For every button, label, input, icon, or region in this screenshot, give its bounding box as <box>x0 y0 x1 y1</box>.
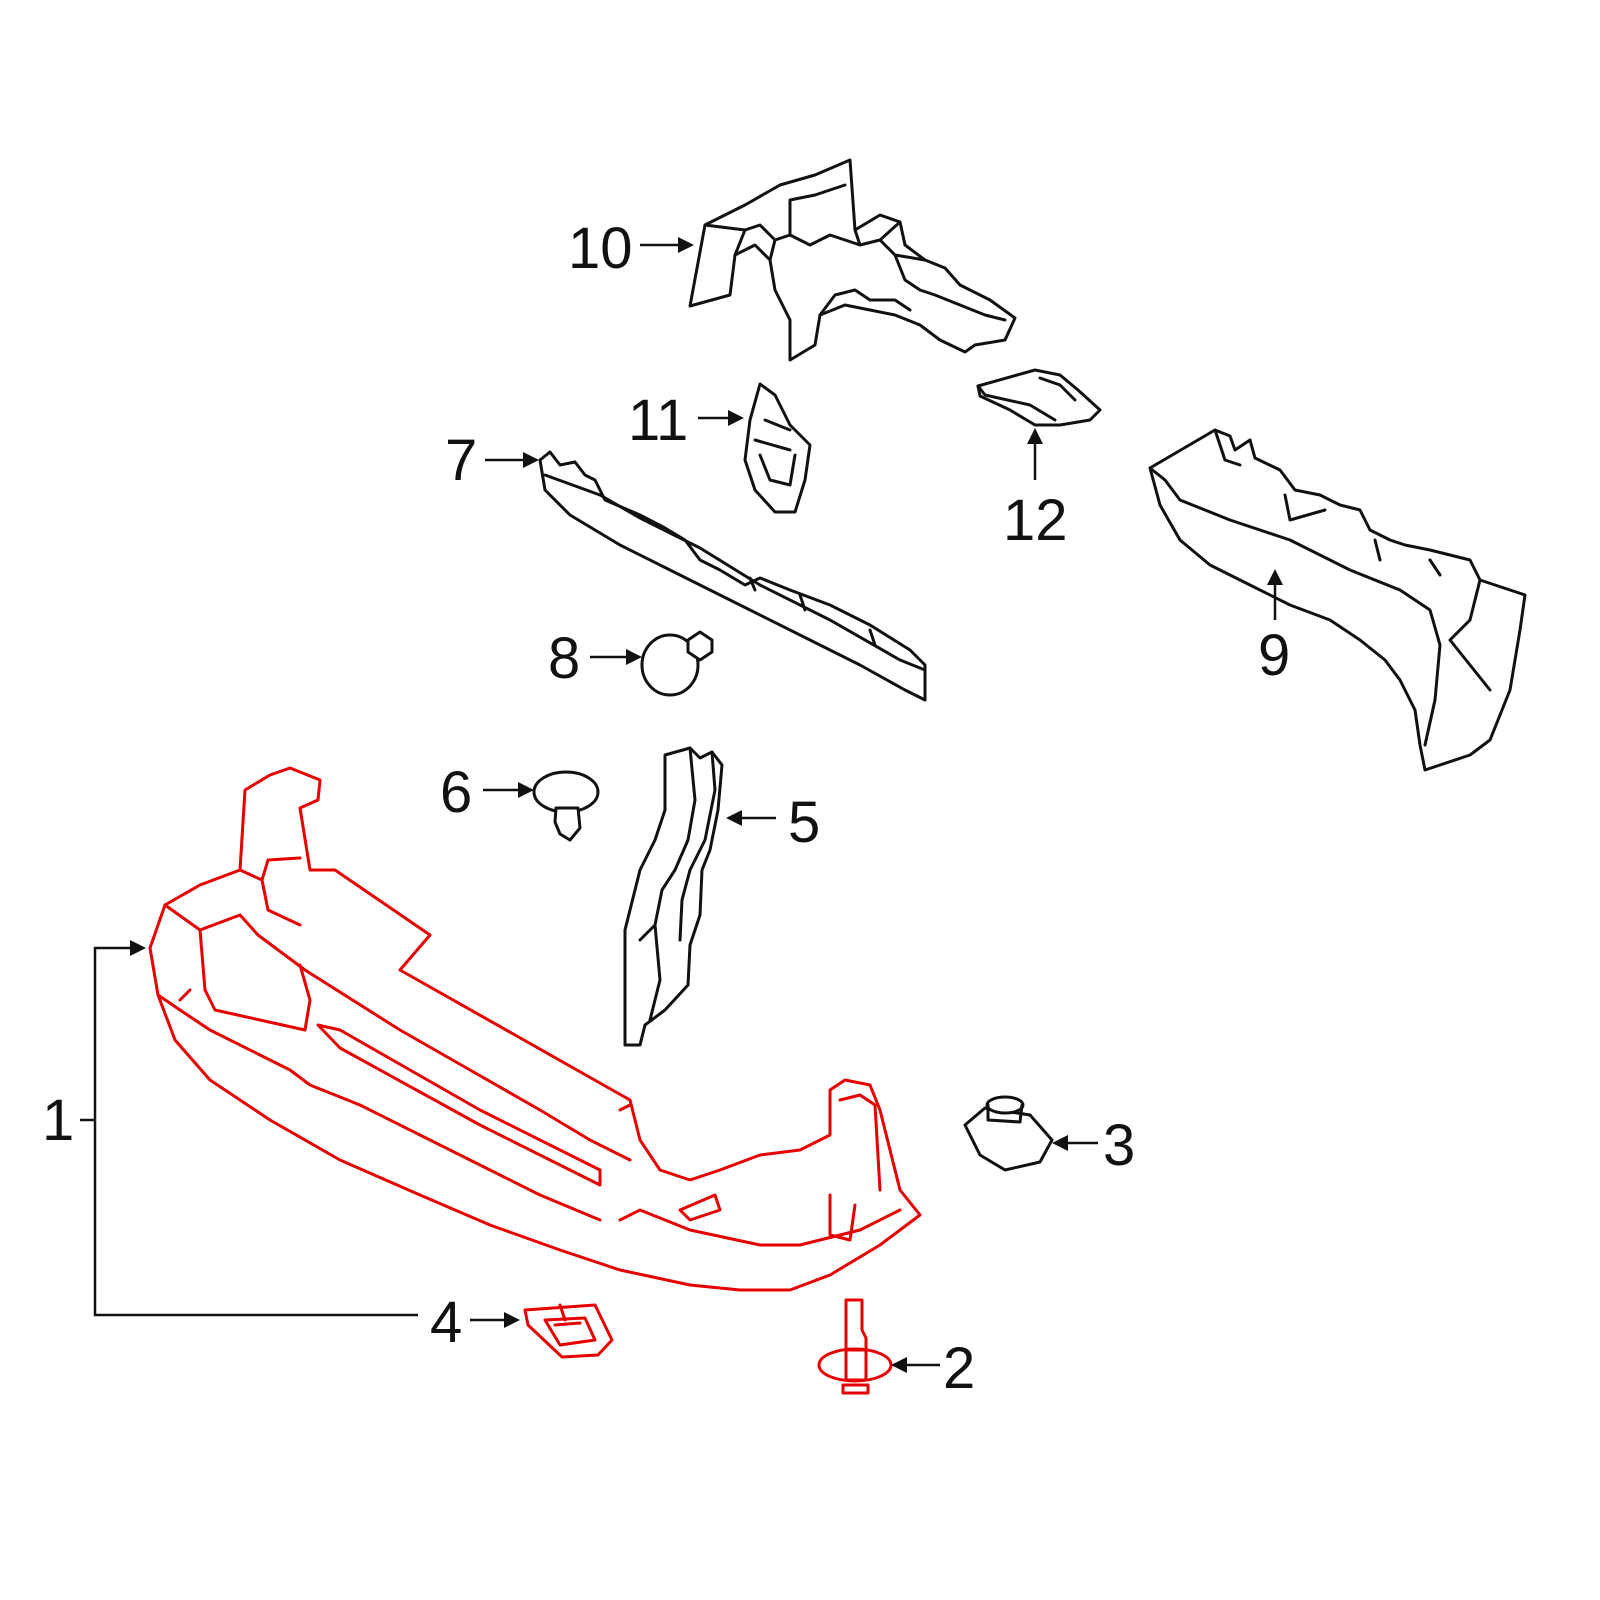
callout-11: 11 <box>628 388 688 453</box>
callout-4: 4 <box>430 1290 462 1355</box>
part-7-strip[interactable] <box>538 450 927 702</box>
part-10-bracket[interactable] <box>688 158 1017 362</box>
callout-5: 5 <box>788 790 820 855</box>
callout-3: 3 <box>1103 1113 1135 1178</box>
part-12-bracket[interactable] <box>976 368 1102 427</box>
callout-1: 1 <box>42 1088 74 1153</box>
part-3-clip-nut[interactable] <box>963 1095 1054 1172</box>
callout-labels: 10 11 7 12 9 8 6 5 3 1 4 2 <box>42 216 1290 1401</box>
part-8-push-pin[interactable] <box>640 630 714 697</box>
callout-9: 9 <box>1258 623 1290 688</box>
callout-6: 6 <box>440 760 472 825</box>
callout-2: 2 <box>943 1336 975 1401</box>
part-5-deflector[interactable] <box>623 746 724 1047</box>
part-1-splash-shield[interactable] <box>148 766 922 1292</box>
part-6-push-pin[interactable] <box>532 770 600 842</box>
part-9-bracket[interactable] <box>1148 428 1527 772</box>
callout-7: 7 <box>445 428 477 493</box>
callout-12: 12 <box>1003 488 1068 553</box>
callout-10: 10 <box>568 216 633 281</box>
part-4-u-nut[interactable] <box>523 1303 614 1359</box>
part-11-deflector[interactable] <box>743 382 812 514</box>
leader-lines <box>80 237 1283 1373</box>
part-2-bolt[interactable] <box>817 1298 893 1395</box>
callout-8: 8 <box>548 626 580 691</box>
